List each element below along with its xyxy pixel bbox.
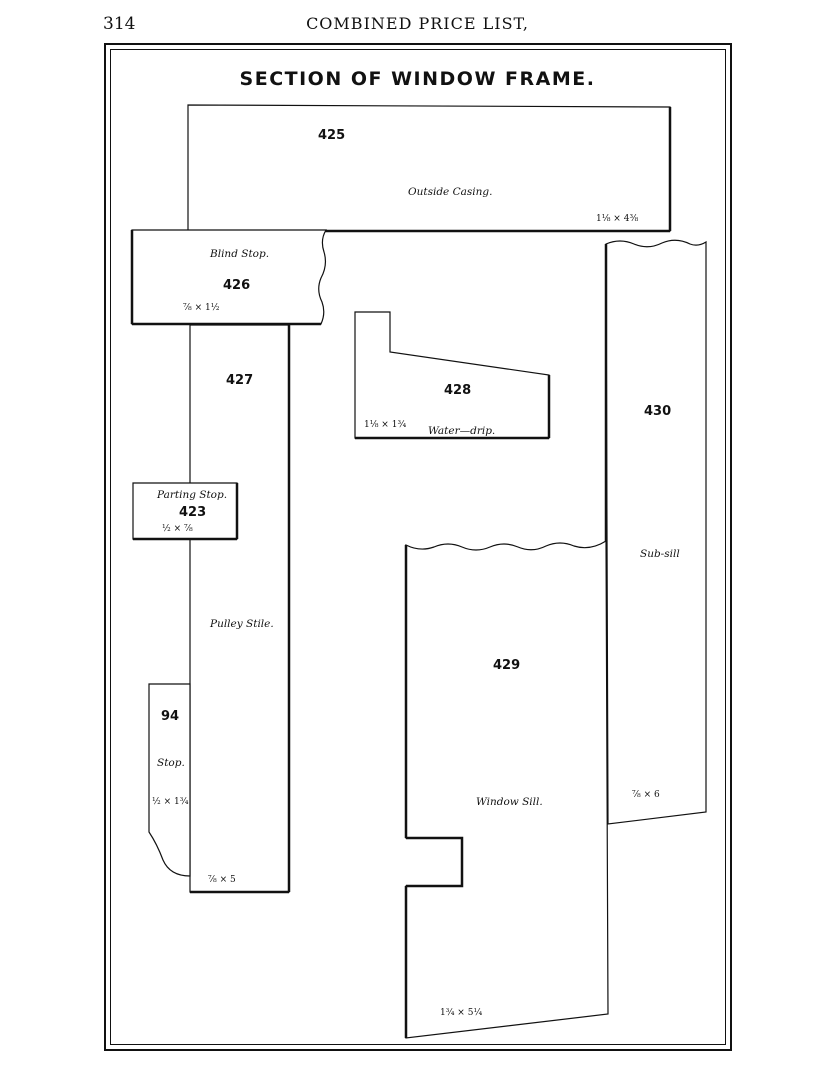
piece-427-name: Pulley Stile. — [210, 618, 274, 630]
piece-423-number: 423 — [179, 505, 207, 520]
piece-427-number: 427 — [226, 373, 254, 388]
piece-426-number: 426 — [223, 278, 251, 293]
piece-429-number: 429 — [493, 658, 521, 673]
running-head: COMBINED PRICE LIST, — [306, 14, 529, 33]
page-header: 314 COMBINED PRICE LIST, — [0, 14, 835, 36]
piece-428-name: Water—drip. — [428, 425, 496, 437]
piece-426-blind-stop — [131, 229, 328, 325]
piece-425-size: 1⅛ × 4⅜ — [596, 214, 639, 224]
outer-border — [104, 43, 732, 1051]
piece-430-size: ⅞ × 6 — [632, 790, 660, 800]
piece-429-size: 1¾ × 5¼ — [440, 1008, 483, 1018]
piece-429-notch — [406, 836, 464, 888]
piece-94-name: Stop. — [157, 757, 185, 769]
piece-423-name: Parting Stop. — [157, 489, 228, 501]
diagram-title: SECTION OF WINDOW FRAME. — [239, 68, 596, 90]
piece-429-window-sill — [405, 539, 609, 1039]
piece-428-number: 428 — [444, 383, 472, 398]
piece-94-number: 94 — [161, 709, 180, 724]
piece-430-number: 430 — [644, 404, 672, 419]
piece-426-size: ⅞ × 1½ — [183, 303, 220, 313]
piece-94-size: ½ × 1¾ — [152, 797, 189, 807]
piece-94-stop — [148, 683, 191, 877]
piece-425-name: Outside Casing. — [408, 186, 493, 198]
piece-426-name: Blind Stop. — [210, 248, 270, 260]
piece-429-name: Window Sill. — [476, 796, 543, 808]
piece-427-pulley-stile — [189, 324, 290, 893]
piece-428-size: 1⅛ × 1¾ — [364, 420, 407, 430]
piece-427-size: ⅞ × 5 — [208, 875, 236, 885]
piece-430-sub-sill — [605, 239, 707, 825]
page-number: 314 — [103, 14, 136, 34]
piece-425-outside-casing — [187, 104, 671, 232]
inner-border — [110, 49, 726, 1045]
piece-430-name: Sub-sill — [640, 548, 680, 560]
piece-425-number: 425 — [318, 128, 346, 143]
piece-423-size: ½ × ⅞ — [162, 524, 193, 534]
